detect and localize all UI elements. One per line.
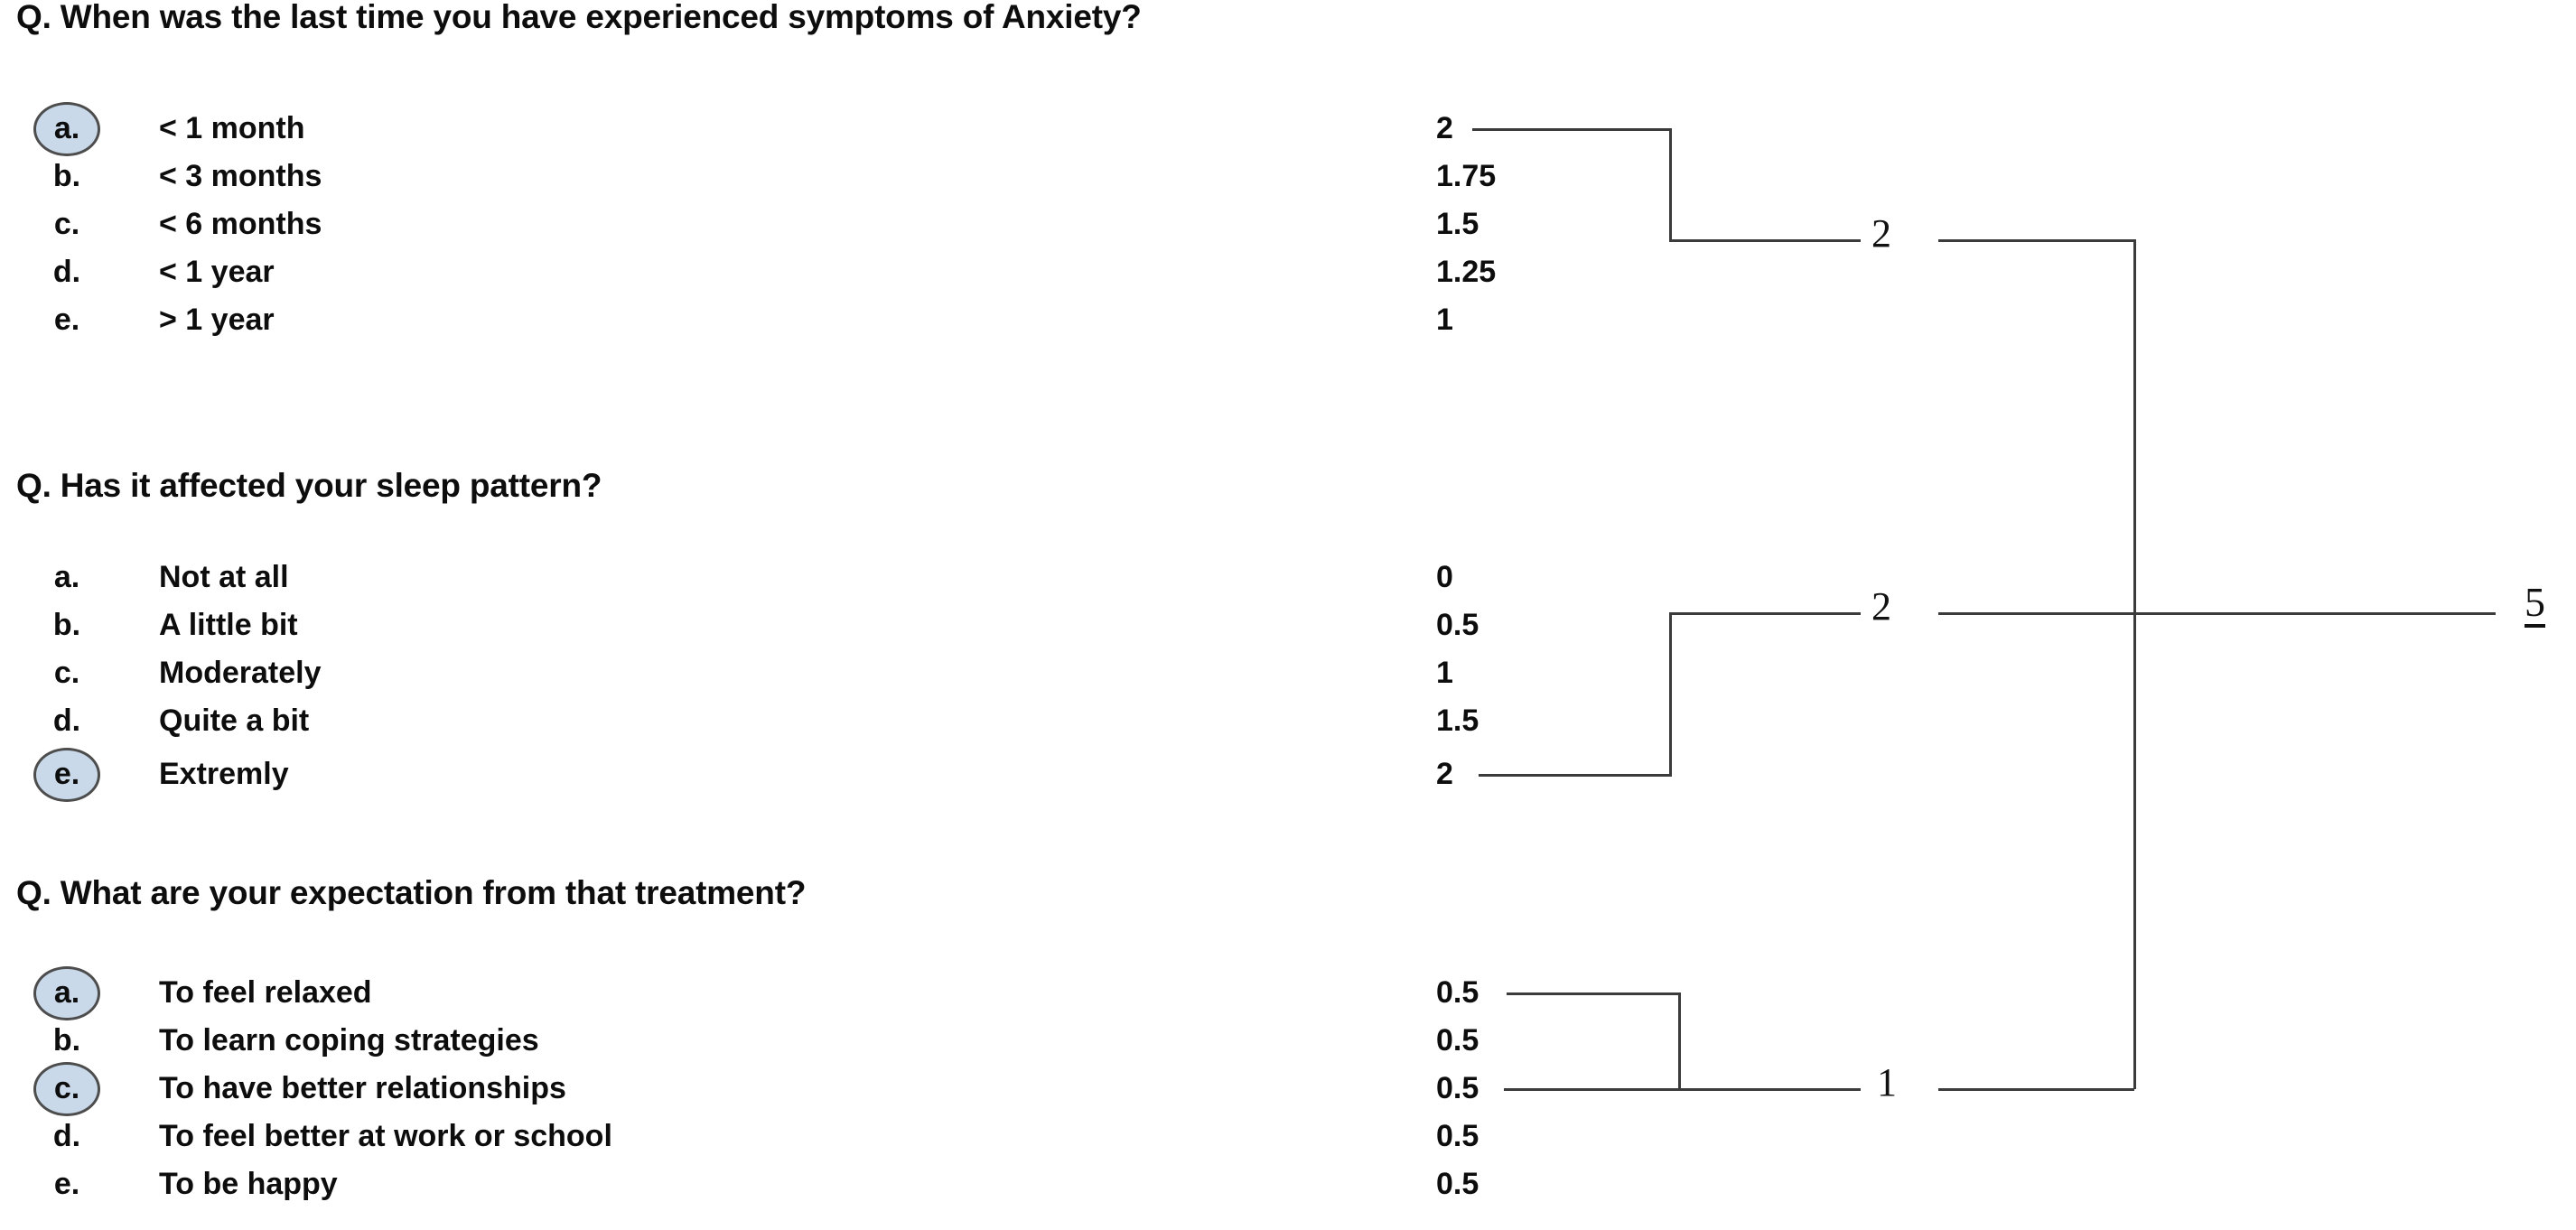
q3-bracket-vertical-line bbox=[1678, 992, 1681, 1091]
option-letter-q1-c[interactable]: c. bbox=[53, 207, 80, 241]
selected-option-circle-q2-e[interactable] bbox=[33, 748, 100, 802]
option-text-q1-d[interactable]: < 1 year bbox=[159, 255, 275, 289]
option-letter-q3-c[interactable]: c. bbox=[53, 1071, 80, 1105]
option-value-q2-d: 1.5 bbox=[1436, 704, 1479, 738]
q2-bracket-top-line bbox=[1669, 612, 1861, 615]
option-letter-q3-d[interactable]: d. bbox=[52, 1119, 81, 1153]
option-value-q2-a: 0 bbox=[1436, 560, 1453, 594]
option-letter-q1-b[interactable]: b. bbox=[52, 159, 81, 193]
q1-subtotal: 2 bbox=[1871, 211, 1891, 256]
option-letter-q2-c[interactable]: c. bbox=[53, 656, 80, 690]
q2-subtotal-connector bbox=[1938, 612, 2496, 615]
option-value-q3-c: 0.5 bbox=[1436, 1071, 1479, 1105]
selected-option-circle-q3-a[interactable] bbox=[33, 966, 100, 1020]
option-value-q3-a: 0.5 bbox=[1436, 975, 1479, 1010]
option-value-q1-d: 1.25 bbox=[1436, 255, 1497, 289]
q1-bracket-top-line bbox=[1472, 128, 1669, 131]
option-text-q1-a[interactable]: < 1 month bbox=[159, 111, 305, 145]
option-letter-q1-d[interactable]: d. bbox=[52, 255, 81, 289]
option-letter-q1-a[interactable]: a. bbox=[53, 111, 80, 145]
q2-bracket-vertical-line bbox=[1669, 612, 1672, 777]
option-value-q2-c: 1 bbox=[1436, 656, 1453, 690]
option-value-q1-c: 1.5 bbox=[1436, 207, 1479, 241]
option-text-q2-e[interactable]: Extremly bbox=[159, 757, 289, 791]
q3-bracket-middle-line bbox=[1504, 1088, 1680, 1091]
option-value-q2-e: 2 bbox=[1436, 757, 1453, 791]
q1-subtotal-connector bbox=[1938, 239, 2134, 242]
option-text-q3-e[interactable]: To be happy bbox=[159, 1167, 338, 1201]
option-value-q3-b: 0.5 bbox=[1436, 1023, 1479, 1058]
option-text-q1-b[interactable]: < 3 months bbox=[159, 159, 322, 193]
option-value-q3-d: 0.5 bbox=[1436, 1119, 1479, 1153]
question-2-title: Q. Has it affected your sleep pattern? bbox=[16, 467, 602, 504]
selected-option-circle-q3-c[interactable] bbox=[33, 1062, 100, 1116]
grand-total-merge-vertical-line bbox=[2133, 239, 2136, 1089]
question-3-title: Q. What are your expectation from that t… bbox=[16, 874, 807, 911]
option-value-q1-a: 2 bbox=[1436, 111, 1453, 145]
q1-bracket-vertical-line bbox=[1669, 128, 1672, 240]
option-text-q1-e[interactable]: > 1 year bbox=[159, 303, 275, 337]
q3-bracket-bottom-line bbox=[1678, 1088, 1861, 1091]
grand-total-score: 5 bbox=[2525, 582, 2545, 628]
option-letter-q2-e[interactable]: e. bbox=[53, 757, 80, 791]
option-text-q3-b[interactable]: To learn coping strategies bbox=[159, 1023, 539, 1058]
option-value-q1-b: 1.75 bbox=[1436, 159, 1497, 193]
option-letter-q3-b[interactable]: b. bbox=[52, 1023, 81, 1058]
q3-bracket-top-line bbox=[1507, 992, 1680, 995]
option-value-q1-e: 1 bbox=[1436, 303, 1453, 337]
option-text-q2-b[interactable]: A little bit bbox=[159, 608, 298, 642]
q1-bracket-bottom-line bbox=[1669, 239, 1861, 242]
q2-subtotal: 2 bbox=[1871, 584, 1891, 629]
option-text-q3-d[interactable]: To feel better at work or school bbox=[159, 1119, 612, 1153]
option-text-q2-c[interactable]: Moderately bbox=[159, 656, 322, 690]
question-1-title: Q. When was the last time you have exper… bbox=[16, 0, 1142, 35]
option-letter-q2-d[interactable]: d. bbox=[52, 704, 81, 738]
q2-bracket-bottom-line bbox=[1479, 774, 1672, 777]
q3-subtotal-connector bbox=[1938, 1088, 2134, 1091]
option-text-q2-a[interactable]: Not at all bbox=[159, 560, 289, 594]
option-text-q1-c[interactable]: < 6 months bbox=[159, 207, 322, 241]
option-text-q3-a[interactable]: To feel relaxed bbox=[159, 975, 372, 1010]
q3-subtotal: 1 bbox=[1877, 1060, 1897, 1104]
option-text-q2-d[interactable]: Quite a bit bbox=[159, 704, 310, 738]
option-letter-q2-a[interactable]: a. bbox=[53, 560, 80, 594]
option-letter-q3-a[interactable]: a. bbox=[53, 975, 80, 1010]
option-value-q2-b: 0.5 bbox=[1436, 608, 1479, 642]
selected-option-circle-q1-a[interactable] bbox=[33, 102, 100, 156]
option-text-q3-c[interactable]: To have better relationships bbox=[159, 1071, 566, 1105]
option-letter-q2-b[interactable]: b. bbox=[52, 608, 81, 642]
option-letter-q3-e[interactable]: e. bbox=[53, 1167, 80, 1201]
option-value-q3-e: 0.5 bbox=[1436, 1167, 1479, 1201]
option-letter-q1-e[interactable]: e. bbox=[53, 303, 80, 337]
